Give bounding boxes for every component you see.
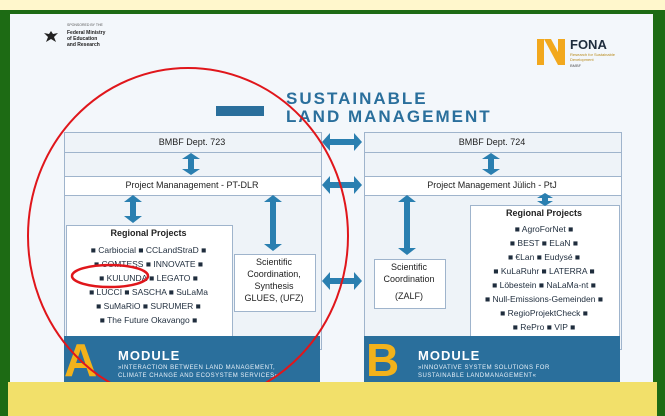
title-line-2: LAND MANAGEMENT (286, 107, 492, 126)
left-pm-box (64, 176, 322, 196)
left-sci-line-4: GLUES, (UFZ) (244, 293, 304, 303)
left-arrow-pm-regional (124, 195, 142, 223)
left-regional-title: Regional Projects (110, 228, 187, 238)
ministry-line-1: Federal Ministry (67, 30, 106, 36)
horizontal-arrow-dept (322, 133, 362, 151)
right-dept-label: BMBF Dept. 724 (458, 137, 526, 147)
right-arrow-pm-sci (398, 195, 416, 255)
slide: SPONSORED BY THE Federal Ministry of Edu… (10, 14, 653, 382)
right-arrow-pm-regional (537, 193, 553, 206)
right-module-label: MODULE (418, 348, 481, 363)
right-pm-box (364, 176, 622, 196)
left-project-row-4: ■ LUCCI ■ SASCHA ■ SuLaMa (89, 287, 208, 297)
left-sci-box (234, 254, 316, 312)
fona-sub-2: Development (570, 57, 594, 62)
right-module-sub-1: »INNOVATIVE SYSTEM SOLUTIONS FOR (418, 365, 550, 371)
right-project-row-1: ■ AgroForNet ■ (514, 224, 574, 234)
right-project-row-4: ■ KuLaRuhr ■ LATERRA ■ (493, 266, 595, 276)
right-sci-box (374, 259, 446, 309)
left-arrow-pm-sci (264, 195, 282, 251)
left-module-sub-1: »INTERACTION BETWEEN LAND MANAGEMENT, (118, 365, 276, 371)
left-sci-line-1: Scientific (255, 257, 292, 267)
left-sci-line-2: Coordination, (247, 269, 301, 279)
bottom-yellow-band (8, 382, 657, 416)
right-project-row-5: ■ Löbestein ■ NaLaMa-nt ■ (492, 280, 596, 290)
ministry-line-2: of Education (67, 36, 98, 42)
fona-sub-1: Research for Sustainable (570, 52, 615, 57)
left-arrow-dept-pm (182, 153, 200, 175)
right-module-band (364, 336, 620, 382)
right-sci-line-2: Coordination (383, 274, 435, 284)
ministry-line-3: and Research (67, 42, 100, 48)
title-underline-bar (216, 106, 264, 116)
right-regional-title: Regional Projects (505, 208, 583, 218)
sponsor-caption: SPONSORED BY THE (67, 23, 103, 27)
annotation-large-circle (27, 67, 349, 382)
left-pm-label: Project Mananagement - PT-DLR (125, 180, 259, 190)
left-project-row-1: ■ Carbiocial ■ CCLandStraD ■ (90, 245, 207, 255)
right-project-row-2: ■ BEST ■ ELaN ■ (509, 238, 579, 248)
left-module-sub-2: CLIMATE CHANGE AND ECOSYSTEM SERVICES« (118, 373, 279, 379)
fona-sub-3: BMBF (570, 63, 582, 68)
left-module-label: MODULE (118, 348, 181, 363)
left-module-letter: A (64, 334, 98, 382)
arrows-layer (27, 67, 553, 382)
left-sci-line-3: Synthesis (254, 281, 294, 291)
left-project-row-2: ■ COMTESS ■ INNOVATE ■ (93, 259, 204, 269)
right-sci-line-1: Scientific (390, 262, 427, 272)
annotation-kulunda-circle (70, 263, 150, 289)
fona-logo-icon (537, 39, 565, 65)
right-project-row-6: ■ Null-Emissions-Gemeinden ■ (485, 294, 603, 304)
title-line-1: SUSTAINABLE (286, 89, 428, 108)
right-project-row-7: ■ RegioProjektCheck ■ (500, 308, 588, 318)
right-sci-line-3: (ZALF) (395, 291, 423, 301)
left-project-row-5: ■ SuMaRiO ■ SURUMER ■ (96, 301, 201, 311)
right-project-row-8: ■ RePro ■ VIP ■ (512, 322, 576, 332)
right-module-sub-2: SUSTAINABLE LANDMANAGEMENT« (418, 373, 537, 379)
left-dept-label: BMBF Dept. 723 (158, 137, 226, 147)
right-module-letter: B (366, 334, 400, 382)
eagle-icon (44, 31, 58, 42)
fona-title: FONA (570, 37, 607, 52)
left-project-row-6: ■ The Future Okavango ■ (99, 315, 198, 325)
horizontal-arrow-pm (322, 176, 362, 194)
right-pm-label: Project Management Jülich - PtJ (427, 180, 557, 190)
left-regional-box (66, 225, 233, 339)
right-project-row-3: ■ €Lan ■ Eudysé ■ (507, 252, 581, 262)
right-arrow-dept-pm (482, 153, 500, 175)
right-regional-box (470, 205, 620, 340)
